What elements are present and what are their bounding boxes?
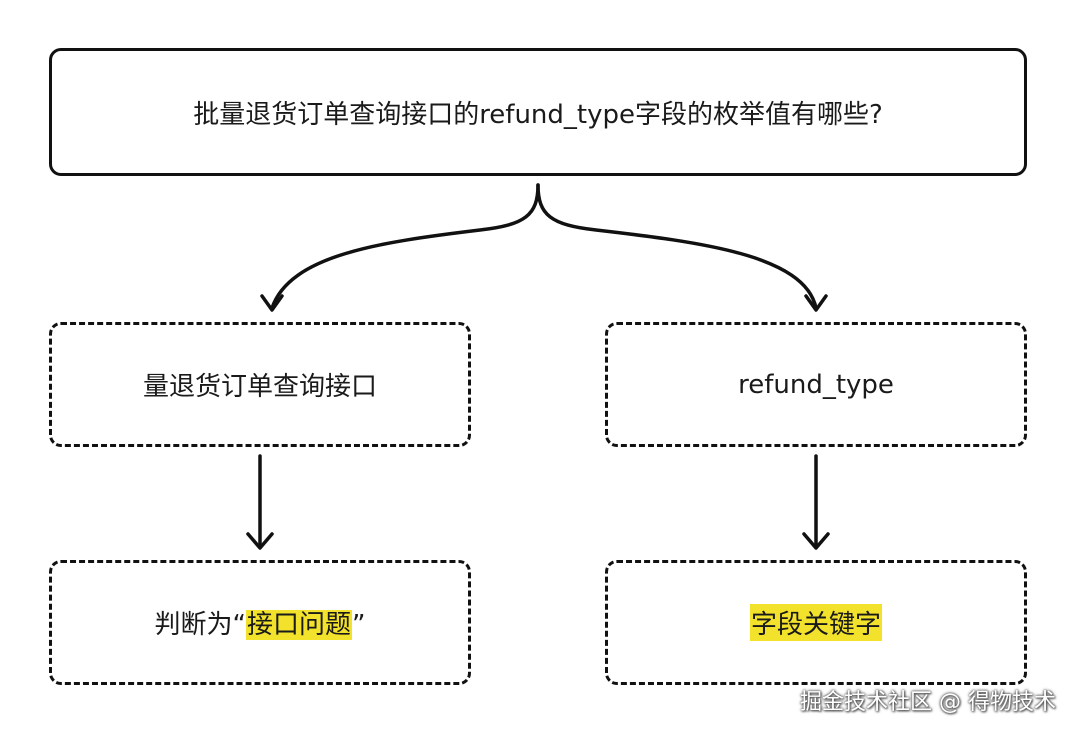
split-connector-left: [270, 183, 540, 310]
question-text: 批量退货订单查询接口的refund_type字段的枚举值有哪些?: [193, 99, 883, 130]
question-box: 批量退货订单查询接口的refund_type字段的枚举值有哪些?: [49, 48, 1027, 176]
arrowhead-right-top: [804, 294, 828, 312]
left-result-text: 判断为“接口问题”: [154, 604, 366, 641]
left-keyword-box: 量退货订单查询接口: [49, 322, 471, 447]
left-keyword-text: 量退货订单查询接口: [142, 372, 377, 402]
right-result-box: 字段关键字: [605, 560, 1027, 685]
watermark: 掘金技术社区 @ 得物技术: [800, 690, 1056, 715]
right-keyword-box: refund_type: [605, 322, 1027, 447]
left-result-prefix: 判断为“: [154, 610, 246, 640]
arrowhead-right-down: [802, 532, 830, 550]
right-result-highlight: 字段关键字: [749, 604, 882, 641]
left-result-box: 判断为“接口问题”: [49, 560, 471, 685]
left-result-highlight: 接口问题: [245, 610, 352, 640]
right-keyword-text: refund_type: [738, 369, 894, 400]
left-result-suffix: ”: [352, 610, 366, 640]
split-connector-right: [536, 183, 818, 310]
arrowhead-left-down: [246, 532, 274, 550]
arrowhead-left-top: [260, 294, 284, 312]
